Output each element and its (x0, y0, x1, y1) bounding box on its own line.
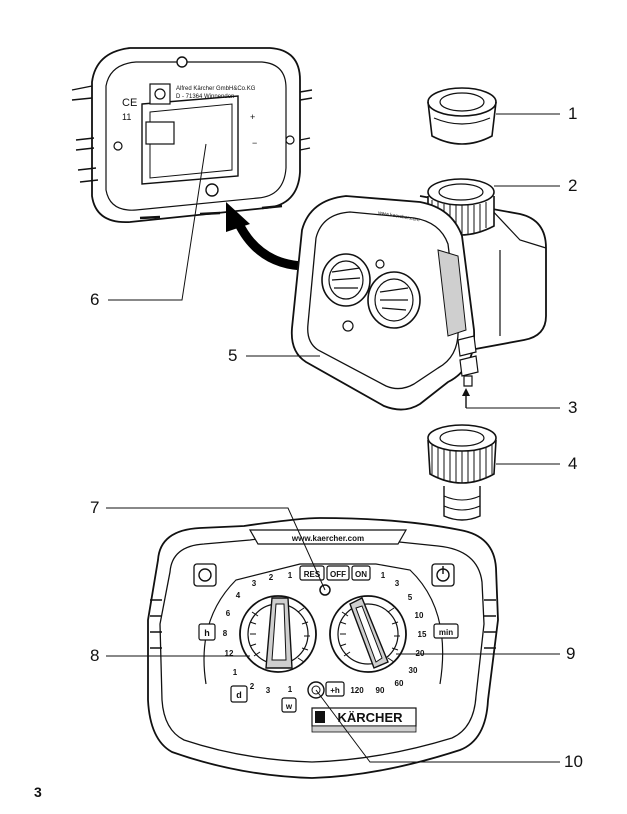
battery-compartment-cover: CE 11 Alfred Kärcher GmbH&Co.KG D - 7136… (71, 47, 313, 223)
days-unit: d (236, 690, 242, 700)
hours-unit-box (198, 623, 216, 641)
plus-h-label: +h (330, 686, 340, 695)
frequency-label: 12 (225, 649, 234, 658)
hours-unit: h (204, 628, 210, 638)
on-button[interactable] (351, 565, 371, 581)
duration-label: 30 (409, 666, 418, 675)
duration-label: 120 (350, 686, 364, 695)
callout-4: 4 (568, 454, 578, 473)
manual-watering-button[interactable] (193, 563, 217, 587)
water-timer-unit: www.kaercher.com (290, 178, 547, 411)
frequency-label: 6 (226, 609, 231, 618)
callout-3: 3 (568, 398, 578, 417)
frequency-label: 8 (223, 629, 228, 638)
on-label: ON (355, 570, 367, 579)
minutes-unit: min (439, 628, 453, 637)
frequency-label: 2 (269, 573, 274, 582)
minutes-unit-box (433, 623, 459, 639)
page-number: 3 (34, 784, 42, 800)
reset-button[interactable] (299, 565, 325, 581)
frequency-label: 1 (288, 571, 293, 580)
frequency-label: 3 (252, 579, 257, 588)
callout-7: 7 (90, 498, 100, 517)
duration-label: 90 (376, 686, 385, 695)
callout-2: 2 (568, 176, 578, 195)
duration-label: 5 (408, 593, 413, 602)
duration-label: 3 (395, 579, 400, 588)
hose-connector (427, 424, 497, 521)
polarity-minus: − (252, 138, 257, 148)
manual-watering-icon (198, 568, 212, 582)
leader-lines (106, 113, 560, 763)
frequency-label: 3 (266, 686, 271, 695)
off-label: OFF (330, 570, 346, 579)
callout-9: 9 (566, 644, 576, 663)
duration-label: 1 (381, 571, 386, 580)
weeks-unit-box (281, 697, 297, 713)
callout-5: 5 (228, 346, 238, 365)
off-button[interactable] (326, 565, 350, 581)
callout-6: 6 (90, 290, 100, 309)
power-button[interactable] (431, 563, 455, 587)
ce-mark: CE (122, 97, 137, 109)
duration-label: 60 (395, 679, 404, 688)
panel-url: www.kaercher.com (291, 534, 364, 543)
days-unit-box (230, 685, 248, 703)
control-panel: www.kaercher.com (147, 517, 499, 779)
reset-label: RES (304, 570, 321, 579)
frequency-label: 1 (233, 668, 238, 677)
duration-label: 10 (415, 611, 424, 620)
plus-h-box (325, 681, 345, 697)
callout-8: 8 (90, 646, 100, 665)
frequency-knob[interactable] (239, 595, 317, 673)
battery-box-number: 11 (122, 112, 131, 122)
weeks-unit: w (285, 702, 293, 711)
duration-knob[interactable] (329, 595, 407, 673)
callout-1: 1 (568, 104, 578, 123)
callout-10: 10 (564, 752, 583, 771)
duration-label: 15 (418, 630, 427, 639)
tap-adapter (427, 87, 497, 145)
polarity-plus: + (250, 112, 255, 122)
frequency-label: 2 (250, 682, 255, 691)
brand-logo: KÄRCHER (338, 710, 404, 725)
address-line-1: Alfred Kärcher GmbH&Co.KG (176, 86, 256, 92)
frequency-label: 1 (288, 685, 293, 694)
frequency-label: 4 (236, 591, 241, 600)
address-line-2: D - 71364 Winnenden (176, 94, 234, 100)
